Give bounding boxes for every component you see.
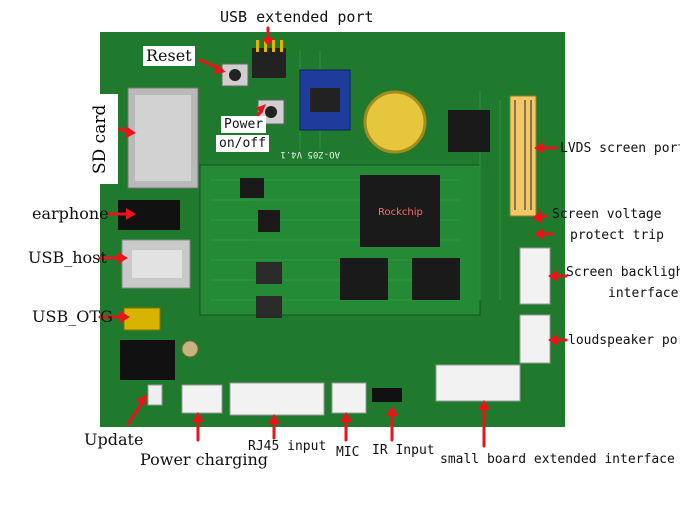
label-power-line2: on/off [216,135,269,152]
inductor-2 [256,296,282,318]
usb-extended-header [252,48,286,78]
mic-connector [331,382,367,414]
loudspeaker-connector [519,314,551,364]
coin-battery [363,90,427,154]
label-reset: Reset [143,46,195,66]
label-update: Update [84,430,144,449]
usb-otg-connector [123,307,161,331]
label-screen-backlight: Screen backlight [566,265,680,280]
arrow-update [126,398,146,426]
power-ic-1 [240,178,264,198]
memory-chip-2 [412,258,460,300]
cpu-brand: Rockchip [378,207,423,218]
label-rj45-input: RJ45 input [248,439,327,454]
usb-host-opening [132,250,182,278]
power-charging-connector [181,384,223,414]
label-screen-voltage: Screen voltage [552,207,662,222]
update-button-part [147,384,163,406]
label-small-board-extended-interface: small board extended interface [440,452,675,467]
dc-power-jack [120,340,175,380]
pointer-arrows [98,26,568,448]
sd-card-slot-inner [135,95,191,181]
rj45-connector [229,382,325,416]
label-power-charging: Power charging [140,450,269,469]
label-backlight-interface: interface [608,286,679,301]
label-lvds-screen-port: LVDS screen port [560,141,680,156]
lvds-pins [514,100,532,210]
label-usb-host: USB_host [28,248,107,267]
capacitor [181,340,199,358]
label-earphone: earphone [32,204,109,223]
wifi-module-chip [310,88,340,112]
label-usb-otg: USB_OTG [32,307,113,326]
main-cpu [360,175,440,247]
backlight-connector [519,247,551,305]
power-button-cap [265,106,277,118]
label-loudspeaker-port: loudspeaker port [568,333,680,348]
usb-extended-pins [256,40,283,52]
lvds-header [509,95,537,217]
label-power-line1: Power [221,116,267,133]
silkscreen-version: AO-Z05 V4.1 [280,149,340,159]
small-board-connector [435,364,521,402]
aux-chip [448,110,490,152]
reset-button-cap [229,69,241,81]
label-mic: MIC [336,445,360,460]
memory-chip-1 [340,258,388,300]
inductor-1 [256,262,282,284]
label-usb-extended-port: USB extended port [220,8,374,26]
label-ir-input: IR Input [372,443,435,458]
label-protect-trip: protect trip [570,228,664,243]
label-sd-card: SD card [82,94,118,184]
ir-header [372,388,402,402]
power-ic-2 [258,210,280,232]
